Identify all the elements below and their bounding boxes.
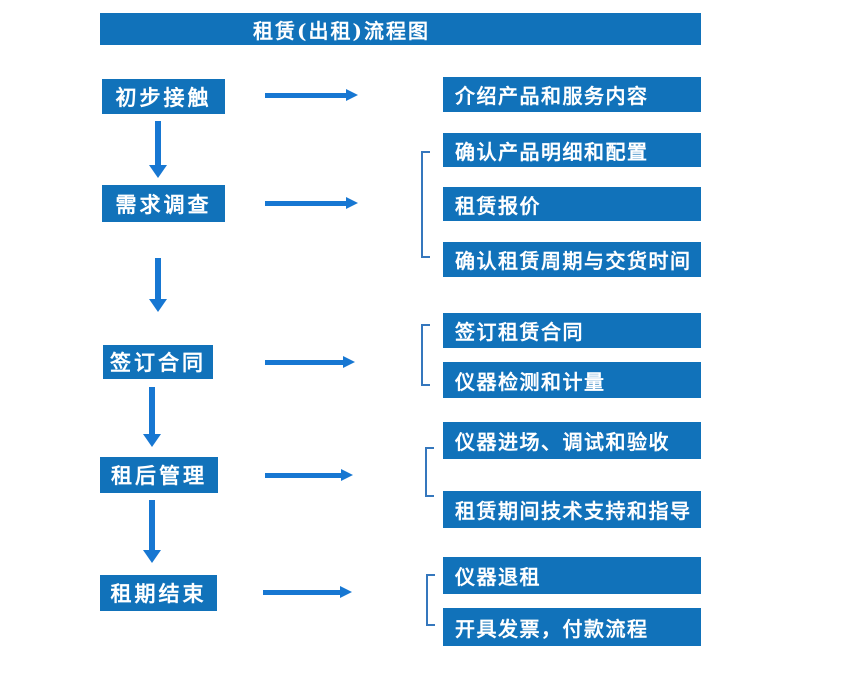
group-bracket [426,574,435,626]
detail-confirm-rental-period-delivery: 确认租赁周期与交货时间 [443,242,701,277]
title-bar: 租赁(出租)流程图 [100,13,701,45]
flow-arrow-right-icon [263,586,352,598]
detail-instrument-testing-measurement: 仪器检测和计量 [443,362,701,398]
detail-sign-rental-contract: 签订租赁合同 [443,313,701,348]
detail-confirm-product-details-config: 确认产品明细和配置 [443,133,701,167]
flow-arrow-right-icon [265,89,358,101]
stage-initial-contact: 初步接触 [102,79,225,114]
arrow-head [346,197,358,209]
flow-arrow-down-icon [149,258,167,312]
flow-arrow-down-icon [143,387,161,447]
detail-introduce-products-services: 介绍产品和服务内容 [443,77,701,112]
page-title: 租赁(出租)流程图 [253,18,430,43]
stage-needs-survey: 需求调查 [102,185,225,222]
detail-invoice-payment-process: 开具发票，付款流程 [443,608,701,646]
arrow-head [143,550,161,563]
arrow-shaft [155,121,161,166]
flow-arrow-right-icon [265,469,353,481]
arrow-head [346,89,358,101]
detail-instrument-entry-debug-acceptance: 仪器进场、调试和验收 [443,422,701,459]
arrow-head [143,434,161,447]
detail-rental-tech-support-guidance: 租赁期间技术支持和指导 [443,491,701,528]
arrow-shaft [263,590,341,595]
flow-arrow-right-icon [265,356,355,368]
arrow-shaft [265,93,347,98]
arrow-shaft [265,360,344,365]
group-bracket [421,151,430,258]
arrow-shaft [149,500,155,551]
group-bracket [421,324,430,386]
arrow-head [340,586,352,598]
detail-rental-quotation: 租赁报价 [443,187,701,221]
arrow-head [149,165,167,178]
arrow-head [343,356,355,368]
flow-arrow-down-icon [143,500,161,563]
arrow-shaft [149,387,155,435]
stage-sign-contract: 签订合同 [103,345,213,379]
arrow-shaft [155,258,161,300]
flow-arrow-right-icon [265,197,358,209]
stage-post-rental-management: 租后管理 [100,457,218,493]
group-bracket [425,447,434,497]
arrow-head [341,469,353,481]
arrow-shaft [265,473,342,478]
stage-lease-end: 租期结束 [100,575,217,611]
arrow-head [149,299,167,312]
detail-instrument-return: 仪器退租 [443,557,701,594]
arrow-shaft [265,201,347,206]
flow-arrow-down-icon [149,121,167,178]
